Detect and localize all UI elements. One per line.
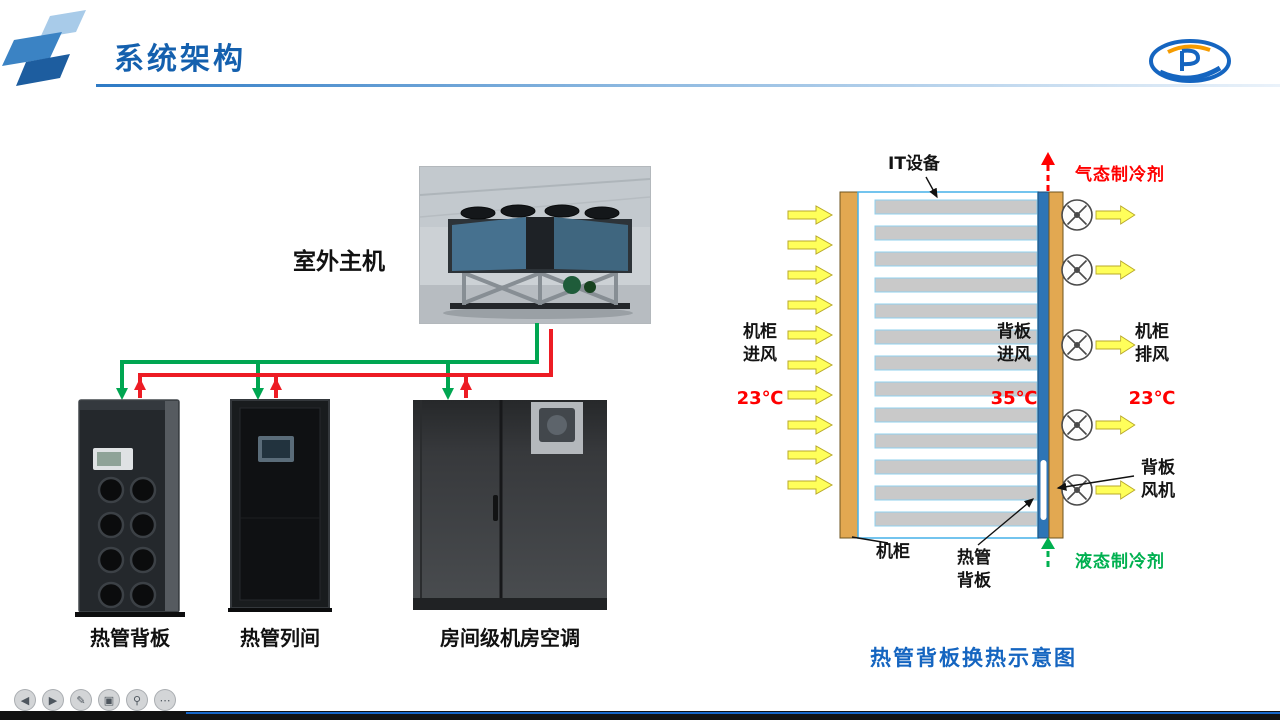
backplane-intake-label: 背板 进风 — [997, 322, 1031, 365]
airflow-arrows-left — [787, 205, 833, 495]
gas-refrigerant-label: 气态制冷剂 — [1075, 165, 1165, 185]
backplane-fan-label: 背板 风机 — [1141, 458, 1175, 501]
cabinet-left-wall — [839, 191, 859, 539]
slides-panel-button[interactable]: ▣ — [98, 689, 120, 711]
supply-arrowheads — [116, 388, 454, 400]
cabinet-exhaust-label: 机柜 排风 — [1135, 322, 1169, 365]
cabinet-intake-label: 机柜 进风 — [743, 322, 777, 365]
server-bars — [874, 199, 1038, 527]
zoom-button[interactable]: ⚲ — [126, 689, 148, 711]
more-options-button[interactable]: ⋯ — [154, 689, 176, 711]
heat-pipe-backplane-label: 热管 背板 — [957, 548, 991, 591]
pen-tool-button[interactable]: ✎ — [70, 689, 92, 711]
title-underline — [96, 84, 1280, 87]
cabinet-exhaust-temp: 23℃ — [1128, 388, 1176, 409]
supply-pipe-green — [120, 323, 539, 388]
pointer-lines — [851, 176, 1135, 546]
return-arrowheads — [134, 378, 472, 390]
company-logo — [1149, 39, 1231, 83]
page-title: 系统架构 — [114, 42, 246, 77]
next-slide-button[interactable]: ▶ — [42, 689, 64, 711]
cabinet-right-wall — [1048, 191, 1064, 539]
outdoor-unit-label: 室外主机 — [293, 249, 385, 275]
cabinet-bottom-label: 机柜 — [876, 542, 910, 562]
refrigerant-piping — [116, 323, 553, 400]
unit-label-room-crac: 房间级机房空调 — [440, 626, 580, 650]
liquid-refrigerant-arrow — [1041, 537, 1055, 567]
outdoor-unit-photo — [419, 166, 651, 324]
unit-label-inrow: 热管列间 — [240, 626, 320, 650]
unit-label-backplane: 热管背板 — [90, 626, 170, 650]
heat-exchange-schematic: IT设备 气态制冷剂 机柜 进风 23℃ 背板 进风 35℃ 机柜 排风 23℃… — [730, 145, 1205, 680]
heat-pipe-backplane-image — [75, 399, 185, 617]
presenter-toolbar: ◀ ▶ ✎ ▣ ⚲ ⋯ — [14, 689, 176, 711]
liquid-refrigerant-label: 液态制冷剂 — [1075, 552, 1165, 572]
schematic-caption: 热管背板换热示意图 — [870, 646, 1077, 670]
gas-refrigerant-arrow — [1041, 152, 1055, 191]
it-equipment-label: IT设备 — [888, 154, 940, 174]
backplane-intake-temp: 35℃ — [990, 388, 1038, 409]
deco-flag-logo — [2, 10, 86, 86]
fan-icons — [1061, 199, 1093, 506]
outdoor-unit-drawing — [419, 167, 651, 323]
cabinet-intake-temp: 23℃ — [736, 388, 784, 409]
prev-slide-button[interactable]: ◀ — [14, 689, 36, 711]
heat-pipe-inrow-image — [228, 399, 332, 612]
room-crac-image — [413, 400, 607, 610]
bottom-bar — [0, 711, 1280, 720]
heat-pipe-backplane-strip — [1037, 191, 1050, 539]
bottom-progress-line — [186, 712, 1280, 714]
schematic-drawing — [787, 152, 1136, 567]
